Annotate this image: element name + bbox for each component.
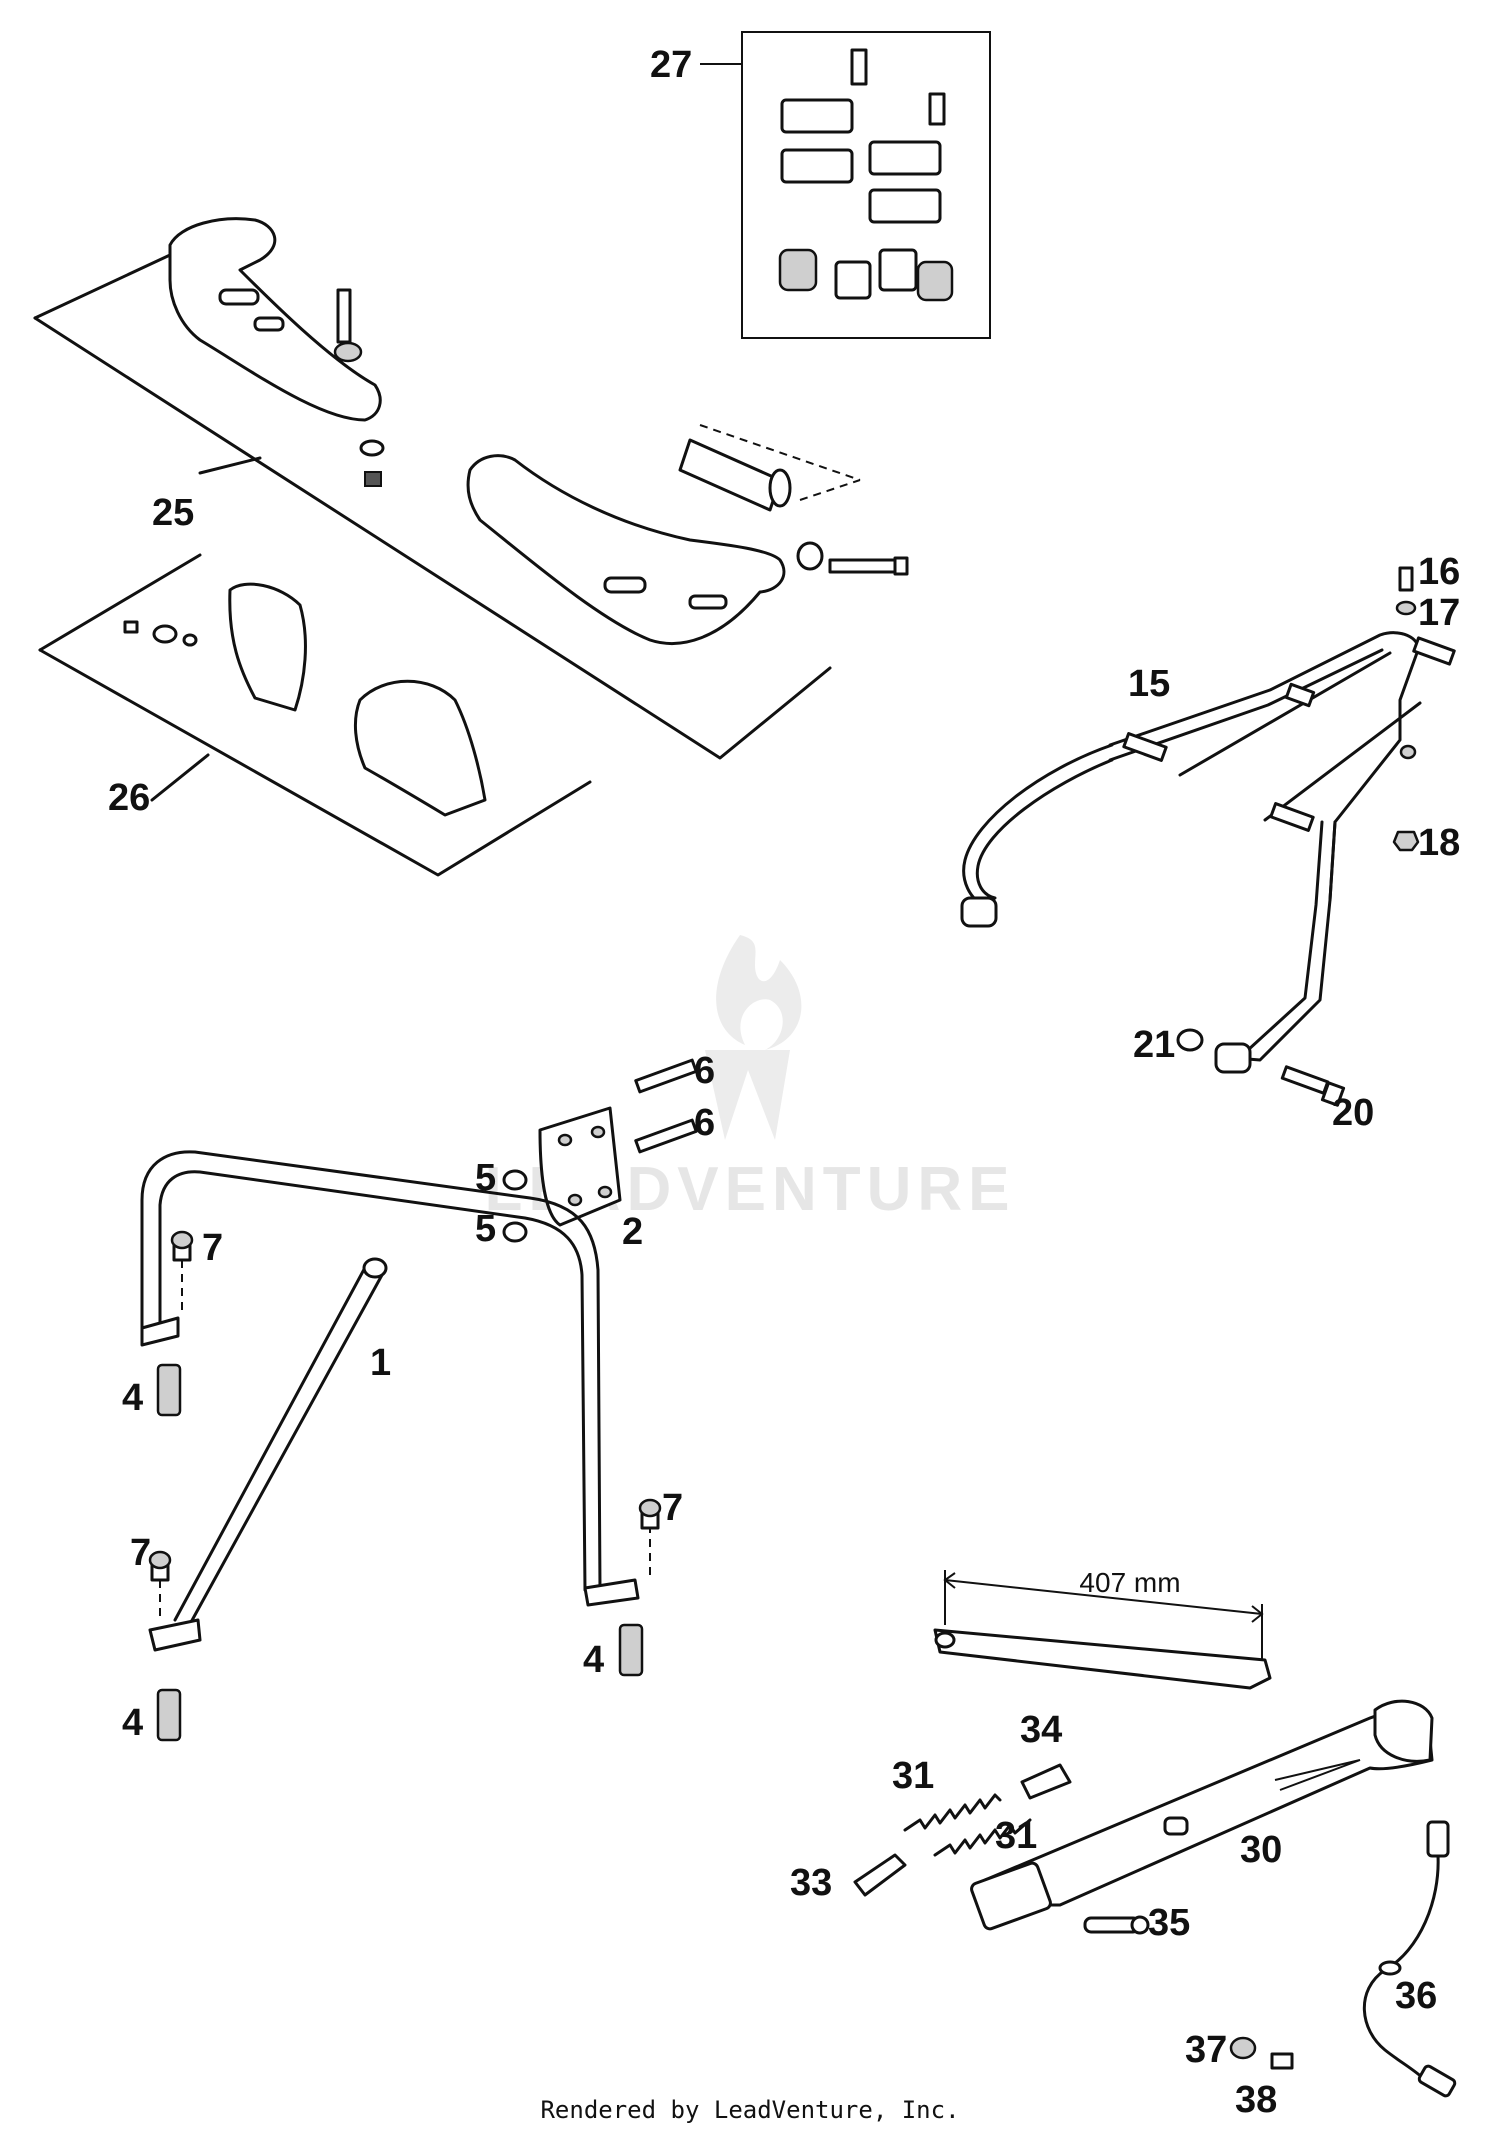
part-labels: 27 25 26 15 16 17 18 21 20 6 6 5 5 2 7 7… [108,44,1460,2121]
label-15: 15 [1128,663,1170,705]
mount-plate [502,1058,698,1243]
label-7-upper-left: 7 [202,1227,223,1269]
label-4-upper-left: 4 [122,1377,143,1419]
label-35: 35 [1148,1902,1190,1944]
label-30: 30 [1240,1829,1282,1871]
label-20: 20 [1332,1092,1374,1134]
label-21: 21 [1133,1024,1175,1066]
label-6-top: 6 [694,1050,715,1092]
label-7-right: 7 [662,1487,683,1529]
label-1: 1 [370,1342,391,1384]
label-5-bottom: 5 [475,1208,496,1250]
label-31-bottom: 31 [995,1815,1037,1857]
label-5-top: 5 [475,1157,496,1199]
label-36: 36 [1395,1975,1437,2017]
label-7-lower-left: 7 [130,1532,151,1574]
handguard-kit [33,217,909,760]
label-18: 18 [1418,822,1460,864]
label-31-top: 31 [892,1755,934,1797]
dimension-label: 407 mm [1079,1567,1180,1598]
frame-bar [140,1150,662,1742]
dimension-rail: 407 mm [933,1567,1272,1690]
label-27: 27 [650,44,692,86]
label-38: 38 [1235,2079,1277,2121]
flame-v-logo-icon [705,935,802,1140]
footer-credit: Rendered by LeadVenture, Inc. [540,2096,959,2124]
label-16: 16 [1418,551,1460,593]
label-26: 26 [108,777,150,819]
rear-rack [960,566,1456,1107]
label-34: 34 [1020,1709,1062,1751]
hand-shield-kit [38,553,592,877]
label-25: 25 [152,492,194,534]
label-6-bottom: 6 [694,1102,715,1144]
label-37: 37 [1185,2029,1227,2071]
side-stand [853,1699,1457,2098]
clamp-kit [700,31,991,339]
label-33: 33 [790,1862,832,1904]
label-4-lower-left: 4 [122,1702,143,1744]
label-17: 17 [1418,592,1460,634]
label-2: 2 [622,1211,643,1253]
label-4-right: 4 [583,1639,604,1681]
